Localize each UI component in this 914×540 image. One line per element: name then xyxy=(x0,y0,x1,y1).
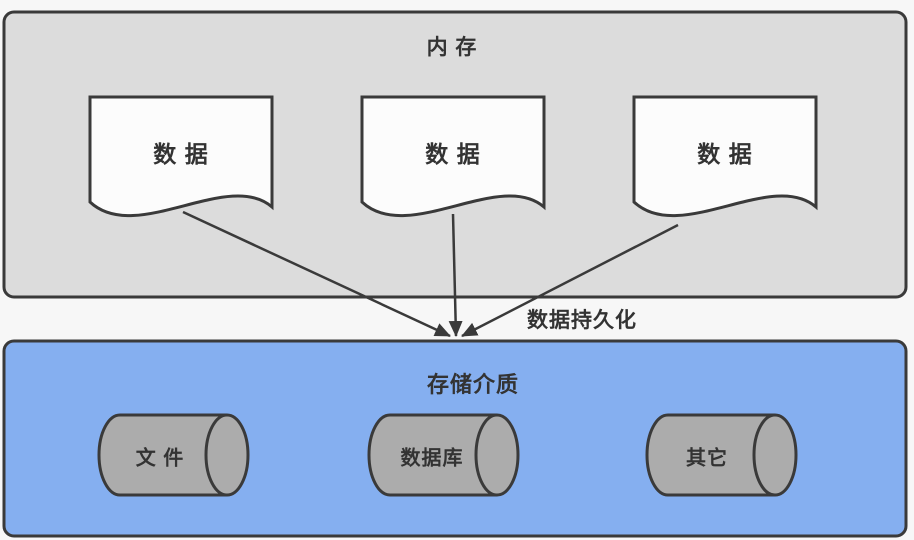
cylinder-label-other: 其它 xyxy=(686,447,728,470)
arrow-doc1-to-storage xyxy=(182,210,451,338)
cylinder-label-file: 文 件 xyxy=(135,447,185,470)
cylinder-shape-file xyxy=(97,413,250,497)
cylinder-shape-other xyxy=(645,413,798,497)
memory-box-title: 内 存 xyxy=(426,36,478,59)
cylinder-shape-database xyxy=(367,413,520,497)
document-label-3: 数 据 xyxy=(697,141,753,167)
storage-box-title: 存储介质 xyxy=(426,372,520,397)
arrow-doc3-to-storage xyxy=(461,223,679,338)
cylinder-rim xyxy=(474,413,498,497)
persistence-arrow-label: 数据持久化 xyxy=(527,309,637,332)
arrow-doc2-to-storage xyxy=(448,213,463,337)
document-label-2: 数 据 xyxy=(425,141,481,167)
document-label-1: 数 据 xyxy=(153,141,209,167)
cylinder-rim xyxy=(752,413,776,497)
document-shape-3 xyxy=(632,95,818,218)
document-shape-1 xyxy=(88,95,274,218)
cylinder-rim xyxy=(204,413,228,497)
cylinder-label-database: 数据库 xyxy=(400,447,464,470)
document-shape-2 xyxy=(360,95,546,218)
